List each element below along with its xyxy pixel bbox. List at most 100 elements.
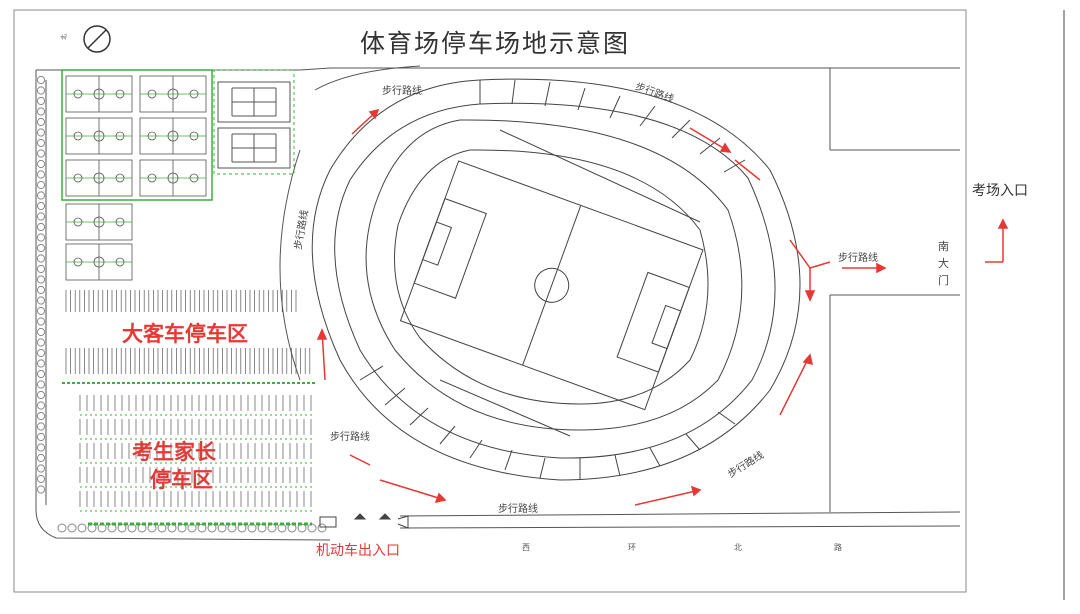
south-gate-char-2: 大 [938,257,949,270]
tree [36,306,46,316]
court-circle [93,172,105,184]
halfway-line [522,205,582,366]
parent-parking-label-line1: 考生家长 [132,440,216,464]
court-circle [93,130,105,142]
tree [36,117,46,127]
court-key [73,217,83,227]
court-key [115,89,125,99]
tree [36,296,46,305]
tree [36,254,46,263]
tree [36,264,46,274]
court-key [189,173,199,183]
tree [36,369,46,379]
tree [36,327,46,337]
court-key [115,217,125,227]
tree [36,170,46,179]
tree [36,138,46,148]
tree [36,422,46,431]
tree [36,159,46,169]
court-key [73,89,83,99]
walkway-label-north: 步行路线 [382,86,422,97]
south-gate-label: 南 大 门 [938,238,949,289]
parent-parking-label-line2: 停车区 [150,468,213,492]
court-key [115,257,125,267]
track-inner [394,149,709,405]
east-stand-segments [479,79,746,173]
west-stand-segments [359,365,736,480]
tree [36,380,46,389]
tree [317,523,327,533]
tree [36,432,46,442]
tree [36,222,46,232]
road-name-char-3: 北 [734,543,744,552]
basketball-court [65,243,133,281]
vehicle-entrance-label: 机动车出入口 [316,543,400,559]
tennis-courts [217,81,291,169]
tree [36,149,46,158]
tree [57,523,67,533]
svg-text:北: 北 [60,34,68,40]
grandstand-bar-south [439,379,571,437]
tree [36,359,46,368]
court-circle [167,88,179,100]
court-key [189,131,199,141]
tree [77,523,87,533]
court-key [189,89,199,99]
tree [36,212,46,221]
tree [36,348,46,358]
tree [36,75,46,85]
court-key [115,173,125,183]
tree [36,317,46,326]
stadium [311,78,801,481]
bus-parking-label: 大客车停车区 [122,322,248,346]
road-name-char-2: 环 [628,543,638,552]
tree [36,180,46,190]
court-circle [93,88,105,100]
basketball-court [65,159,133,197]
court-circle [93,216,105,228]
exam-entrance-label: 考场入口 [972,183,1028,199]
tree [36,107,46,116]
tree [36,233,46,242]
court-key [147,173,157,183]
stand-outer-ring [311,78,801,481]
tree [36,338,46,347]
stand-inner-ring [334,102,776,459]
tree [36,464,46,473]
goal-box-right [651,304,682,350]
tree [36,96,46,106]
basketball-court [65,117,133,155]
court-circle [93,256,105,268]
tree [36,443,46,452]
court-key [147,89,157,99]
tree [36,390,46,400]
court-zone-green-outline [61,69,213,201]
tree [36,401,46,410]
walkway-label-southwest: 步行路线 [330,432,370,443]
tree [36,201,46,211]
court-circle [167,172,179,184]
court-key [73,173,83,183]
basketball-court [65,75,133,113]
court-key [115,131,125,141]
tree [36,411,46,421]
basketball-court [139,159,207,197]
walking-direction-arrows [316,108,1009,506]
road-name-char-1: 西 [522,543,532,552]
basketball-court [139,75,207,113]
sports-courts [65,75,207,281]
tree [36,275,46,284]
tree [36,243,46,253]
tree [36,285,46,295]
drawing-border [13,9,967,593]
court-key [147,131,157,141]
page-title: 体育场停车场地示意图 [360,29,631,58]
court-key [73,131,83,141]
tree [67,523,77,533]
walkway-label-south: 步行路线 [498,504,538,515]
gate-markers [319,513,409,529]
tree [36,474,46,484]
tree [36,485,46,494]
car-parking-stalls [79,395,312,526]
basketball-court [65,203,133,241]
